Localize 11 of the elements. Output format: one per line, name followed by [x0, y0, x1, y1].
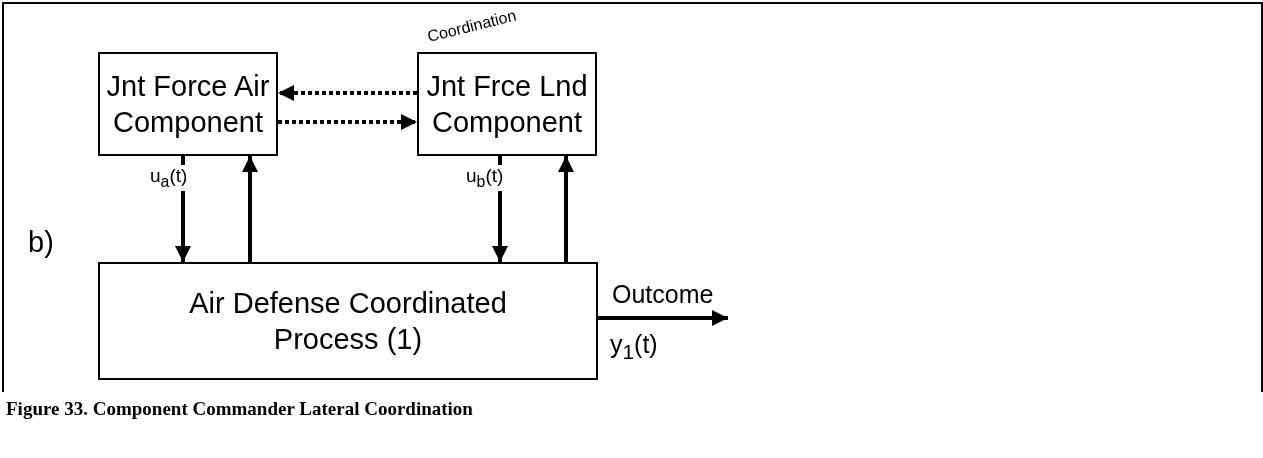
edge-label: u$_{b}$(t) [466, 165, 504, 191]
arrow [558, 156, 574, 262]
arrow [278, 114, 417, 130]
edge-label: u$_{a}$(t) [150, 165, 188, 191]
figure-caption: Figure 33. Component Commander Lateral Coordination [6, 398, 473, 420]
process-box: Air Defense Coordinated Process (1) [98, 262, 598, 380]
arrow [242, 156, 258, 262]
arrow [278, 85, 417, 101]
process-box: Jnt Frce Lnd Component [417, 52, 597, 156]
arrow [598, 310, 728, 326]
process-box: Jnt Force Air Component [98, 52, 278, 156]
